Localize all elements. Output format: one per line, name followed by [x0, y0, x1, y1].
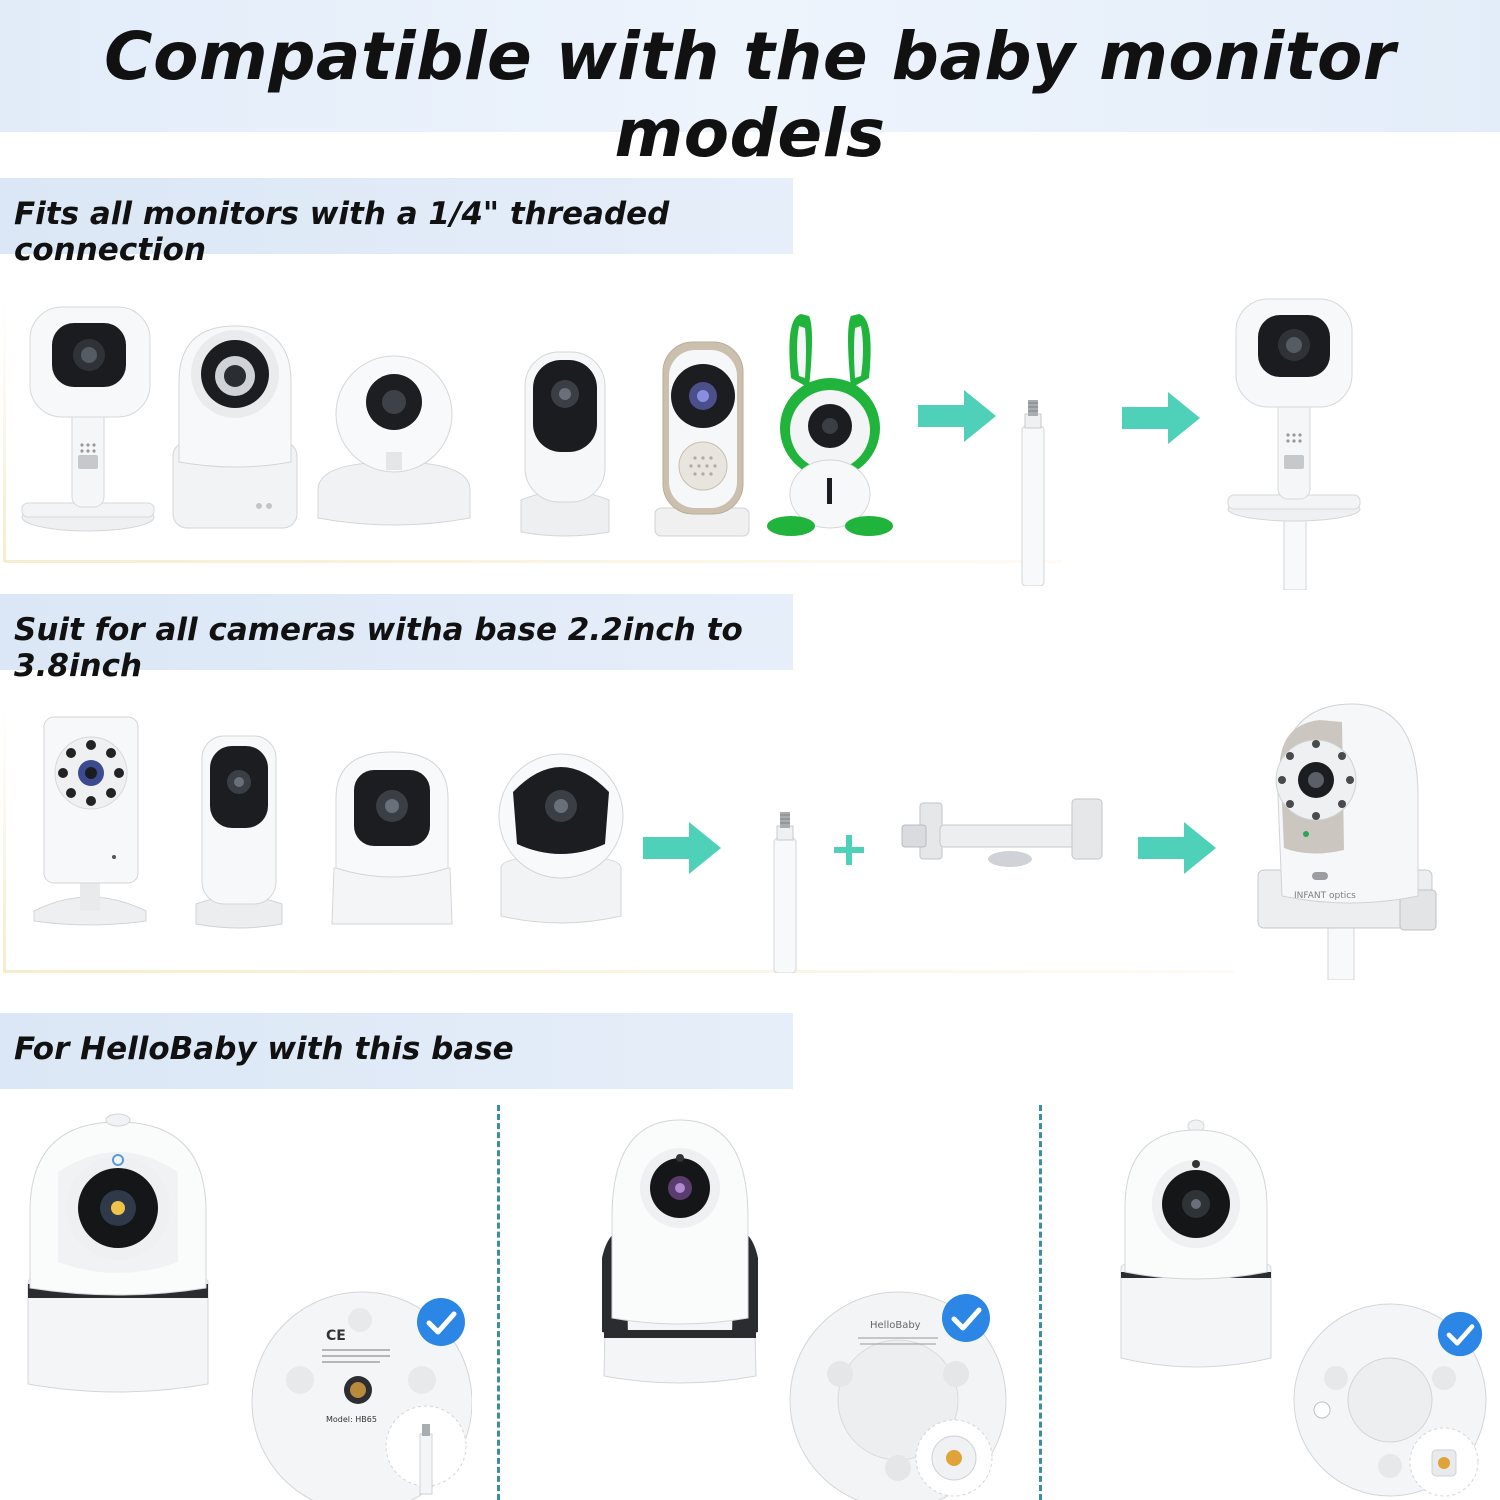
section-label-hellobaby: For HelloBaby with this base — [0, 1013, 793, 1089]
hellobaby-camera-2 — [602, 1119, 758, 1384]
hellobaby-base-2: HelloBaby — [789, 1291, 1007, 1500]
section-label-threaded: Fits all monitors with a 1/4" threaded c… — [0, 178, 793, 268]
arrow-right-icon — [918, 390, 996, 442]
row2-edge — [3, 705, 6, 973]
infant-optics-brand: INFANT optics — [1294, 891, 1356, 901]
gooseneck-mount-threaded — [1021, 400, 1045, 586]
camera-mounted-result-1 — [1227, 298, 1361, 590]
clamp-adapter — [901, 798, 1103, 867]
check-badge-icon — [417, 1298, 465, 1346]
hellobaby-base-1: CE Model: HB65 — [251, 1291, 472, 1500]
hellobaby-camera-1 — [27, 1113, 209, 1393]
camera-champagne-speaker — [654, 341, 750, 537]
arrow-right-icon — [1138, 822, 1216, 874]
hellobaby-camera-3 — [1120, 1119, 1272, 1368]
row1-edge — [3, 300, 6, 562]
camera-mounted-result-2: INFANT optics — [1257, 703, 1437, 980]
title-banner — [0, 0, 1500, 132]
hellobaby-brand: HelloBaby — [870, 1320, 921, 1331]
section-label-base-size: Suit for all cameras witha base 2.2inch … — [0, 594, 793, 684]
camera-tall-black-face — [520, 351, 610, 537]
section-label-threaded-text: Fits all monitors with a 1/4" threaded c… — [14, 196, 670, 268]
arrow-right-icon — [643, 822, 721, 874]
column-divider-2 — [1039, 1105, 1042, 1500]
hellobaby-base-3 — [1293, 1303, 1487, 1497]
camera-pan-tilt-tall — [172, 325, 298, 529]
row2-baseline — [4, 970, 1234, 973]
column-divider-1 — [497, 1105, 500, 1500]
ce-mark: CE — [326, 1328, 346, 1344]
plus-icon — [834, 835, 864, 865]
camera-green-bunny — [767, 314, 893, 536]
page-title: Compatible with the baby monitor models — [104, 18, 1396, 172]
arrow-right-icon — [1122, 392, 1200, 444]
camera-pan-tilt-cube — [331, 751, 453, 925]
camera-dome-wide — [317, 355, 471, 526]
model-label: Model: HB65 — [326, 1415, 377, 1424]
camera-slim-tall — [195, 735, 283, 929]
camera-ir-led — [33, 716, 147, 926]
camera-stand-small — [21, 306, 155, 532]
section-label-hellobaby-text: For HelloBaby with this base — [14, 1031, 514, 1067]
check-badge-icon — [942, 1294, 990, 1342]
camera-pan-tilt-round — [498, 753, 624, 924]
gooseneck-mount-base — [773, 812, 797, 973]
check-badge-icon — [1437, 1311, 1483, 1357]
row1-baseline — [4, 560, 1062, 563]
section-label-base-size-text: Suit for all cameras witha base 2.2inch … — [14, 612, 743, 684]
